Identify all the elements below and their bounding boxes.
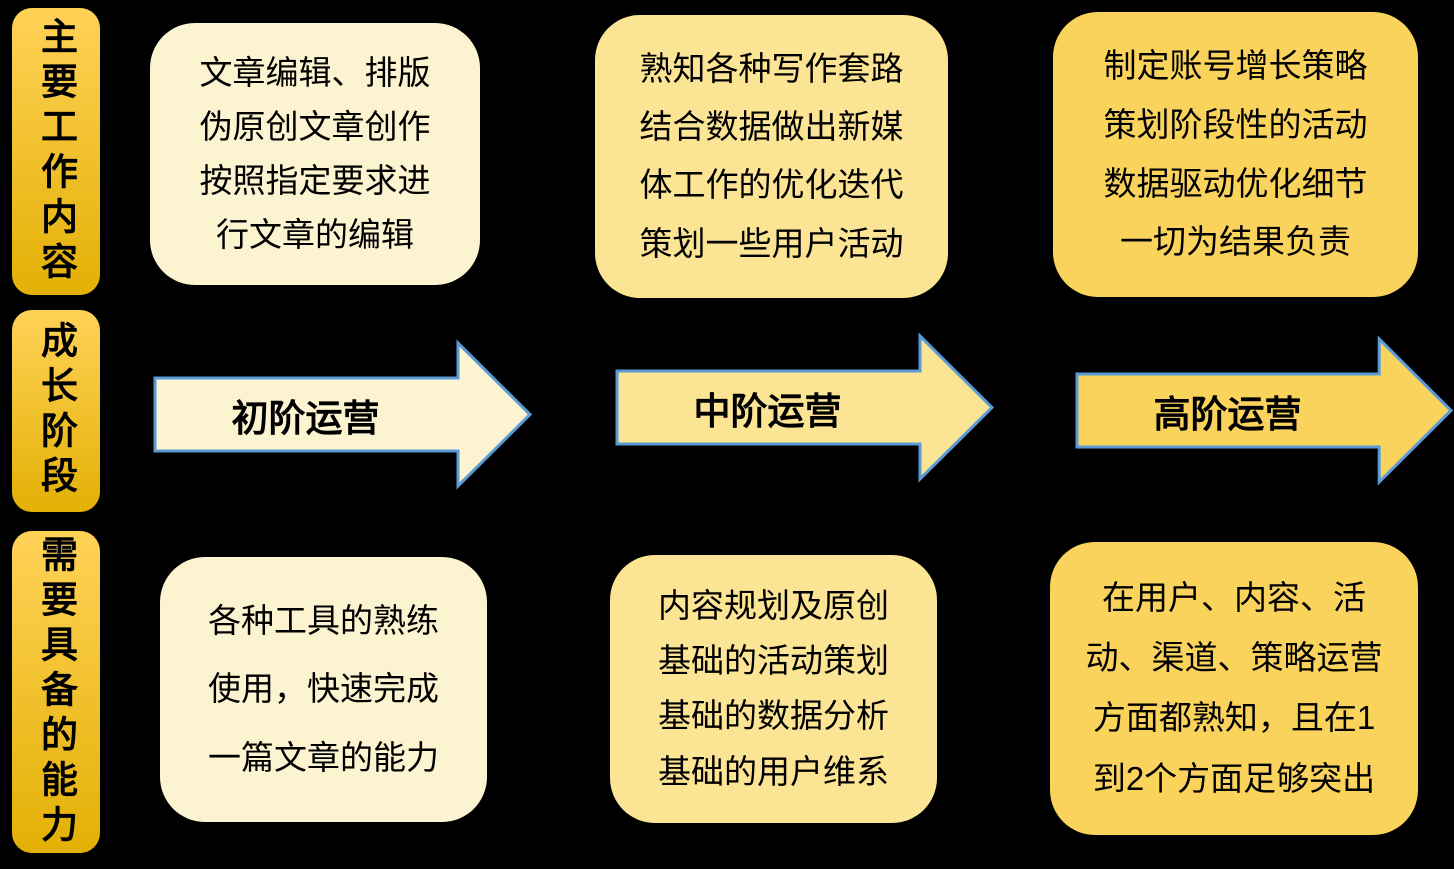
box-text-line: 基础的用户维系 (658, 752, 889, 790)
box-text-line: 伪原创文章创作 (199, 107, 431, 145)
abilities-box-advanced: 在用户、内容、活 动、渠道、策略运营 方面都熟知，且在1 到2个方面足够突出 (1050, 542, 1418, 835)
box-text-line: 按照指定要求进 (199, 161, 431, 199)
growth-arrow-beginner: 初阶运营 (153, 337, 533, 492)
row-label-growth-stage: 成长阶段 (12, 310, 100, 512)
box-text-line: 在用户、内容、活 (1102, 578, 1366, 616)
box-text-line: 内容规划及原创 (658, 586, 889, 624)
row-label-text: 需要具备的能力 (35, 534, 77, 850)
box-text-line: 使用，快速完成 (208, 670, 439, 708)
box-text-line: 一切为结果负责 (1120, 223, 1351, 261)
row-label-required-abilities: 需要具备的能力 (12, 531, 100, 853)
box-text-line: 一篇文章的能力 (208, 738, 439, 776)
box-text-line: 结合数据做出新媒 (639, 108, 904, 146)
abilities-box-beginner: 各种工具的熟练 使用，快速完成 一篇文章的能力 (160, 557, 487, 822)
row-label-text: 主要工作内容 (35, 16, 77, 287)
box-text-line: 策划一些用户活动 (639, 224, 904, 262)
box-text-line: 制定账号增长策略 (1103, 47, 1368, 85)
box-text-line: 基础的数据分析 (658, 697, 889, 735)
work-content-box-beginner: 文章编辑、排版 伪原创文章创作 按照指定要求进 行文章的编辑 (150, 23, 480, 285)
row-label-text: 成长阶段 (35, 321, 77, 501)
box-text-line: 各种工具的熟练 (208, 602, 439, 640)
work-content-box-advanced: 制定账号增长策略 策划阶段性的活动 数据驱动优化细节 一切为结果负责 (1053, 12, 1418, 297)
growth-arrow-intermediate: 中阶运营 (615, 330, 995, 485)
right-arrow-icon (1075, 335, 1454, 486)
work-content-box-intermediate: 熟知各种写作套路 结合数据做出新媒 体工作的优化迭代 策划一些用户活动 (595, 15, 948, 298)
growth-arrow-advanced: 高阶运营 (1075, 333, 1454, 488)
box-text-line: 到2个方面足够突出 (1092, 759, 1376, 797)
abilities-box-intermediate: 内容规划及原创 基础的活动策划 基础的数据分析 基础的用户维系 (610, 555, 937, 823)
box-text-line: 方面都熟知，且在1 (1092, 699, 1376, 737)
box-text-line: 体工作的优化迭代 (639, 166, 904, 204)
right-arrow-icon (153, 339, 533, 490)
box-text-line: 行文章的编辑 (216, 215, 414, 253)
box-text-line: 基础的活动策划 (658, 642, 889, 680)
box-text-line: 数据驱动优化细节 (1103, 164, 1368, 202)
box-text-line: 文章编辑、排版 (199, 53, 431, 91)
arrow-label: 中阶运营 (693, 390, 842, 432)
right-arrow-icon (615, 332, 995, 483)
box-text-line: 动、渠道、策略运营 (1085, 639, 1383, 677)
arrow-label: 初阶运营 (231, 397, 380, 439)
arrow-label: 高阶运营 (1153, 393, 1302, 435)
box-text-line: 策划阶段性的活动 (1103, 106, 1368, 144)
box-text-line: 熟知各种写作套路 (639, 49, 904, 87)
row-label-main-work-content: 主要工作内容 (12, 8, 100, 295)
